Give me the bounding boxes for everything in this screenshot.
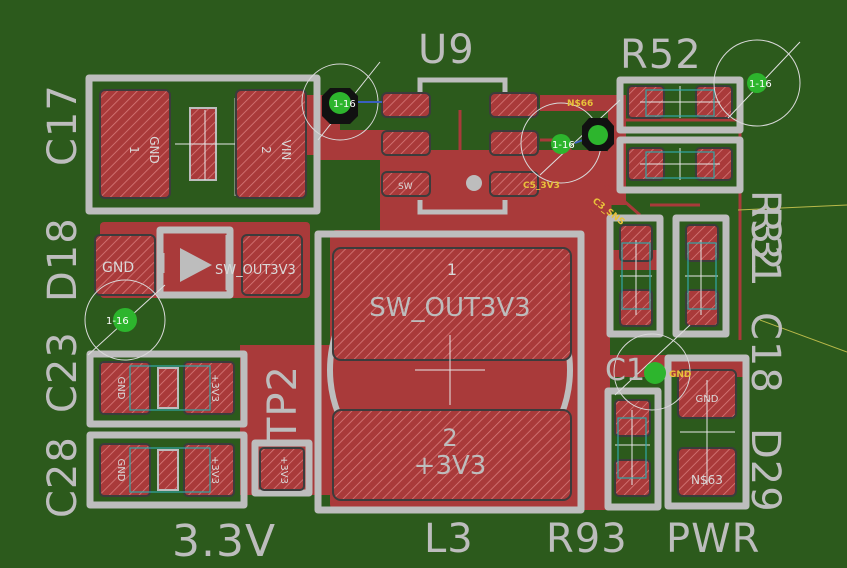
d29-pad2-net: N$63 — [691, 473, 723, 487]
u9-pad-5 — [381, 130, 431, 156]
l3-pad2-number: 2 — [442, 424, 457, 452]
c28-pad-1 — [99, 443, 151, 497]
ref-d18: D18 — [40, 217, 86, 302]
smd-pads — [94, 85, 737, 501]
ref-r32: R32 — [742, 190, 788, 272]
u9-pad-2 — [489, 130, 539, 156]
via-label-u9: 1-16 — [333, 99, 356, 110]
c23-pad1-net: GND — [115, 377, 126, 400]
r31-pad-2 — [685, 289, 719, 327]
via-c1 — [644, 362, 666, 384]
label-pwr: PWR — [666, 516, 760, 562]
l3-pad-2 — [332, 409, 572, 501]
c17-pad-2 — [235, 89, 307, 199]
via-r52 — [747, 73, 767, 93]
ref-c18: C18 — [742, 312, 788, 394]
ref-u9: U9 — [418, 27, 475, 73]
u9-pin1-marker — [466, 175, 482, 191]
u9-pad-1 — [489, 92, 539, 118]
via-r32 — [588, 125, 608, 145]
crosshair-markers — [175, 86, 735, 485]
l3-pad1-number: 1 — [447, 260, 457, 279]
net-label-n66: N$66 — [567, 99, 593, 109]
u9-pad-6 — [381, 92, 431, 118]
ref-tp2: TP2 — [260, 365, 306, 443]
ref-d29: D29 — [742, 428, 788, 513]
d18-pad-2 — [241, 234, 303, 296]
d18-pad1-net: GND — [102, 260, 134, 276]
l3-pad1-net: SW_OUT3V3 — [369, 293, 530, 323]
vias — [113, 73, 767, 384]
d18-diode-symbol — [180, 248, 212, 282]
ref-l3: L3 — [424, 516, 474, 562]
tp2-pad — [259, 447, 305, 491]
guide-circles — [84, 39, 801, 411]
silkscreen-outlines — [85, 74, 750, 514]
c17-pad1-number: 1 — [127, 146, 141, 154]
l3-pad2-net: +3V3 — [414, 451, 487, 481]
via-u9 — [329, 92, 351, 114]
c23-pad-1 — [99, 361, 151, 415]
ref-c28: C28 — [40, 436, 86, 518]
airwire-r31 — [737, 204, 847, 211]
c28-pad-2 — [183, 443, 235, 497]
c28-pad2-net: +3V3 — [209, 456, 220, 484]
c23-pad-2 — [183, 361, 235, 415]
l3-pad-1 — [332, 247, 572, 361]
d18-pad-1 — [94, 234, 156, 296]
c28-pad1-net: GND — [115, 459, 126, 482]
c17-pad2-number: 2 — [259, 146, 273, 154]
c28-center-mark — [157, 449, 179, 491]
c17-pad1-net: GND — [147, 136, 161, 164]
c17-pad2-net: VIN — [279, 140, 293, 161]
via-label-c3: 1-16 — [552, 140, 575, 151]
via-c3 — [551, 134, 571, 154]
u9-pad4-net: SW — [398, 182, 413, 192]
ref-r31: R31 — [742, 206, 788, 288]
d18-pad2-net: SW_OUT3V3 — [215, 263, 296, 278]
u9-pad-4 — [381, 171, 431, 197]
ref-c17: C17 — [40, 84, 86, 166]
tp2-pad-net: +3V3 — [278, 456, 289, 484]
via-d18 — [113, 308, 137, 332]
c23-center-mark — [157, 367, 179, 409]
net-label-c5-3v3: C5_3V3 — [523, 181, 560, 191]
airwire-c18 — [759, 319, 847, 353]
ref-r52: R52 — [620, 32, 702, 78]
c23-pad2-net: +3V3 — [209, 374, 220, 402]
u9-pad-3 — [489, 171, 539, 197]
ref-r93: R93 — [546, 516, 628, 562]
d29-pad1-net: GND — [696, 394, 719, 405]
component-body-rects — [129, 89, 717, 493]
ref-c1: C1 — [605, 353, 645, 388]
label-3v3: 3.3V — [172, 516, 276, 567]
net-label-gnd: GND — [669, 370, 691, 380]
ref-c23: C23 — [40, 331, 86, 413]
via-label-r52: 1-16 — [749, 79, 772, 90]
c17-pad-1 — [99, 89, 171, 199]
via-label-d18: 1-16 — [106, 316, 129, 327]
